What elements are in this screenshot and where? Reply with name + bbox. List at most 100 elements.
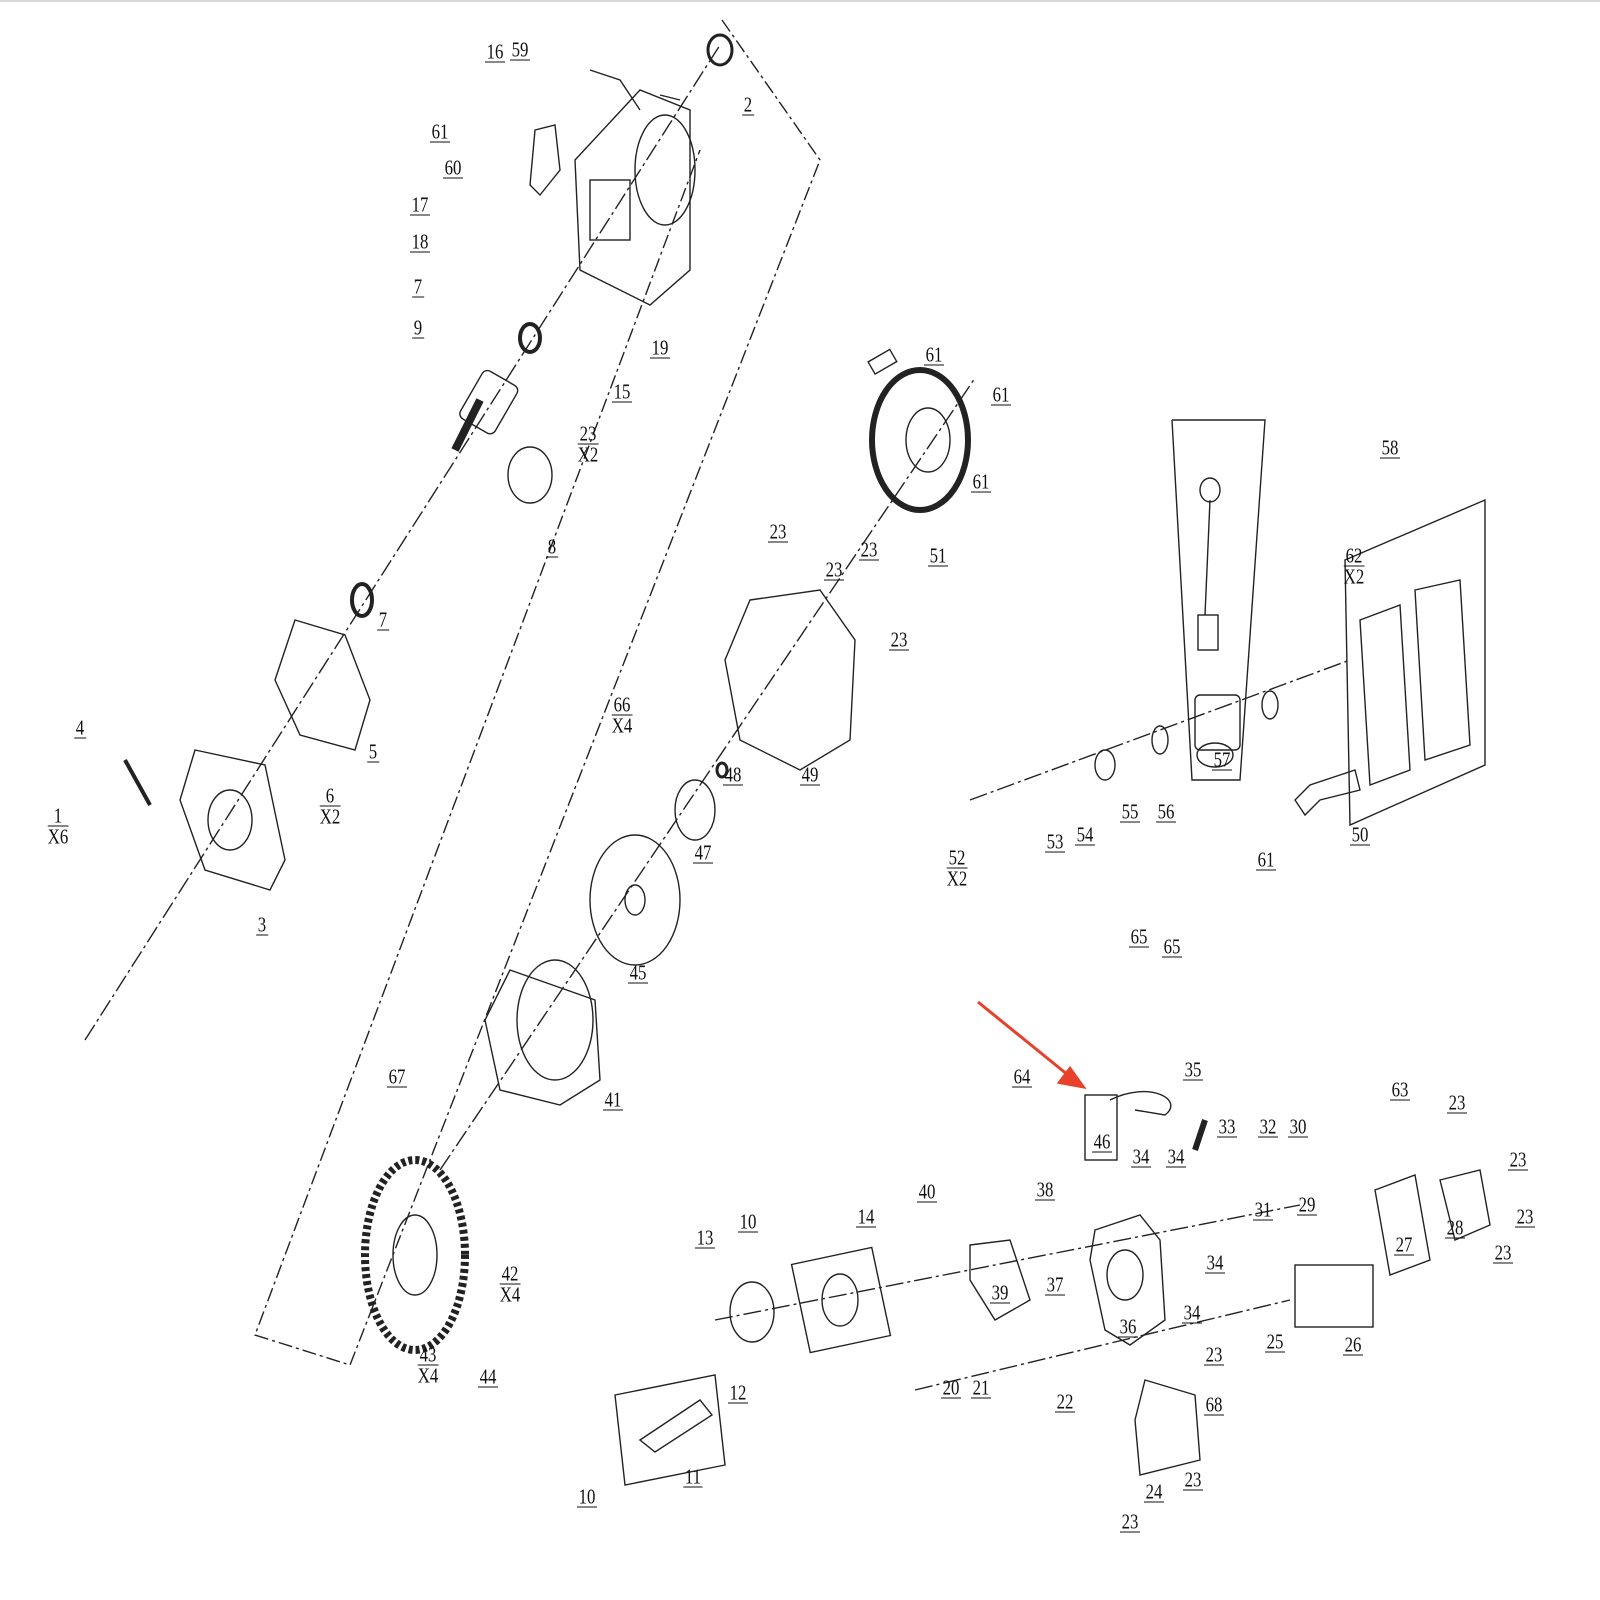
part-number: 57 [1212,747,1232,772]
part-number: 20 [941,1375,961,1400]
callout-25: 25 [1265,1329,1285,1354]
callout-57: 57 [1212,747,1232,772]
callout-9: 9 [412,317,424,339]
part-number: 5 [367,739,379,764]
part-number: 68 [1204,1392,1224,1417]
fan [589,834,681,966]
callout-8: 8 [546,534,558,559]
part-number: 3 [256,912,268,937]
part-number: 40 [917,1179,937,1204]
callout-4: 4 [74,717,86,739]
part-number: 58 [1380,435,1400,460]
callout-23: 23 [768,521,788,543]
callout-23: 23 [1493,1242,1513,1264]
callout-13: 13 [695,1225,715,1250]
axis-head-2 [914,1299,1291,1391]
callout-39: 39 [990,1282,1010,1304]
callout-7: 7 [377,607,389,632]
part-number: 13 [695,1225,715,1250]
callout-23: 23 [824,559,844,581]
recoil-starter [867,348,971,513]
callout-28: 28 [1445,1215,1465,1240]
bearing-lower [350,582,374,618]
cylinder-block [574,69,696,306]
part-number: 15 [612,379,632,404]
rocker-gasket-27 [1374,1174,1431,1276]
part-number: 34 [1131,1144,1151,1169]
group-outline-conrod [614,1374,726,1486]
part-number: 23 [1183,1467,1203,1492]
callout-41: 41 [603,1087,623,1112]
callout-60: 60 [443,157,463,179]
callout-23: 23 [1515,1206,1535,1228]
callout-14: 14 [856,1206,876,1228]
part-number: 61 [991,382,1011,407]
part-number: 34 [1182,1300,1202,1325]
part-number: 28 [1445,1215,1465,1240]
callout-34: 34 [1131,1144,1151,1169]
part-number: 23 [1508,1147,1528,1172]
axis-carburetor [969,659,1351,801]
part-number: 10 [577,1484,597,1509]
callout-33: 33 [1217,1114,1237,1139]
part-number: 30 [1288,1114,1308,1139]
part-number: 33 [1217,1114,1237,1139]
fan-cover [724,589,856,771]
part-quantity: X4 [611,713,633,738]
cylinder-shroud [1134,1379,1201,1476]
governor-gear [507,446,553,504]
part-number: 7 [377,607,389,632]
part-number: 24 [1144,1479,1164,1504]
callout-34: 34 [1166,1146,1186,1168]
part-number: 18 [410,229,430,254]
group-outline-valve [1294,1264,1374,1328]
callout-47: 47 [693,840,713,865]
callout-53: 53 [1045,831,1065,853]
part-number: 41 [603,1087,623,1112]
callout-61: 61 [991,382,1011,407]
part-quantity: X6 [47,824,69,849]
part-number: 8 [546,534,558,559]
callout-38: 38 [1035,1179,1055,1201]
part-number: 66 [611,692,633,717]
ignition-coil [1084,1090,1172,1161]
part-number: 43 [417,1342,439,1367]
part-number: 64 [1012,1064,1032,1089]
gasket-57 [1261,690,1279,720]
part-number: 21 [971,1375,991,1400]
part-number: 6 [319,785,341,807]
part-number: 35 [1183,1057,1203,1082]
part-number: 49 [800,762,820,787]
callout-19: 19 [650,335,670,360]
part-number: 16 [485,39,505,64]
callout-20: 20 [941,1375,961,1400]
part-number: 61 [430,119,450,144]
part-number: 25 [1265,1329,1285,1354]
callout-54: 54 [1075,824,1095,846]
part-number: 50 [1350,822,1370,847]
spark-plug [1192,1119,1208,1151]
part-number: 59 [510,37,530,62]
part-number: 19 [650,335,670,360]
part-number: 10 [738,1209,758,1234]
callout-10: 10 [577,1484,597,1509]
callout-30: 30 [1288,1114,1308,1139]
callout-40: 40 [917,1179,937,1204]
part-number: 1 [47,805,69,827]
callout-45: 45 [628,962,648,984]
callout-18: 18 [410,229,430,254]
part-number: 47 [693,840,713,865]
part-number: 61 [971,469,991,494]
part-number: 34 [1205,1250,1225,1275]
crankcase-gasket [274,619,371,751]
part-number: 2 [742,92,754,117]
part-number: 36 [1118,1314,1138,1339]
insulator-53 [1094,749,1116,781]
group-outline-main [254,19,821,1366]
callout-10: 10 [738,1209,758,1234]
